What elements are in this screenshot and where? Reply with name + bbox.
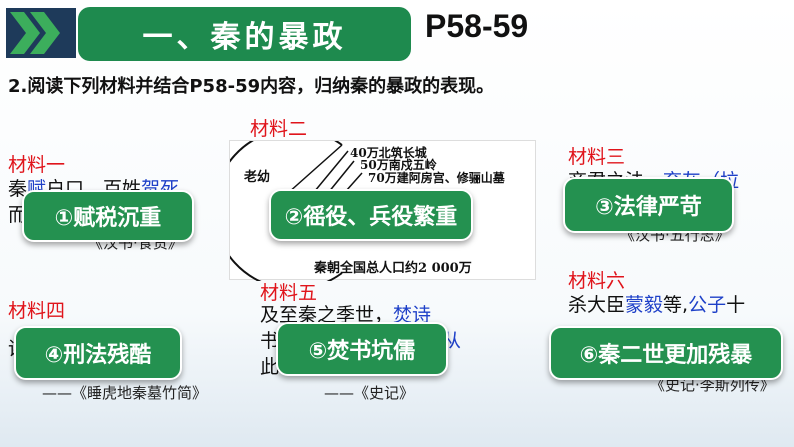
answer-pill-6: ⑥秦二世更加残暴	[549, 326, 783, 380]
answer-pill-4: ④刑法残酷	[14, 326, 182, 380]
material-3-label: 材料三	[568, 146, 626, 168]
material-2-label: 材料二	[250, 118, 308, 140]
material-5-source: ——《史记》	[324, 384, 415, 402]
answer-pill-2: ②徭役、兵役繁重	[269, 189, 473, 241]
diagram-row-3: 70万建阿房宫、修骊山墓	[368, 170, 506, 185]
page-reference: P58-59	[425, 8, 529, 44]
material-5-line1: 及至秦之季世，焚诗	[260, 304, 432, 326]
diagram-caption: 秦朝全国总人口约2 000万	[313, 260, 472, 276]
material-1-label: 材料一	[8, 154, 66, 176]
material-6-line1: 杀大臣蒙毅等,公子十	[568, 294, 746, 316]
diagram-row-1: 40万北筑长城	[350, 145, 427, 160]
question-text: 2.阅读下列材料并结合P58-59内容，归纳秦的暴政的表现。	[8, 76, 495, 97]
material-4-label: 材料四	[8, 300, 66, 322]
answer-pill-1: ①赋税沉重	[22, 190, 194, 242]
section-title: 一、秦的暴政	[78, 7, 411, 61]
diagram-center-label: 老幼	[243, 169, 270, 185]
material-5-label: 材料五	[260, 282, 318, 304]
material-5-line3: 此	[260, 356, 280, 378]
answer-pill-3: ③法律严苛	[563, 177, 734, 233]
chevron-arrows-icon	[6, 8, 76, 58]
diagram-row-2: 50万南戍五岭	[360, 157, 437, 172]
material-6-source: 《史记·李斯列传》	[650, 376, 775, 394]
answer-pill-5: ⑤焚书坑儒	[276, 322, 448, 376]
material-6-label: 材料六	[568, 270, 626, 292]
material-4-source: ——《睡虎地秦墓竹简》	[42, 384, 208, 402]
